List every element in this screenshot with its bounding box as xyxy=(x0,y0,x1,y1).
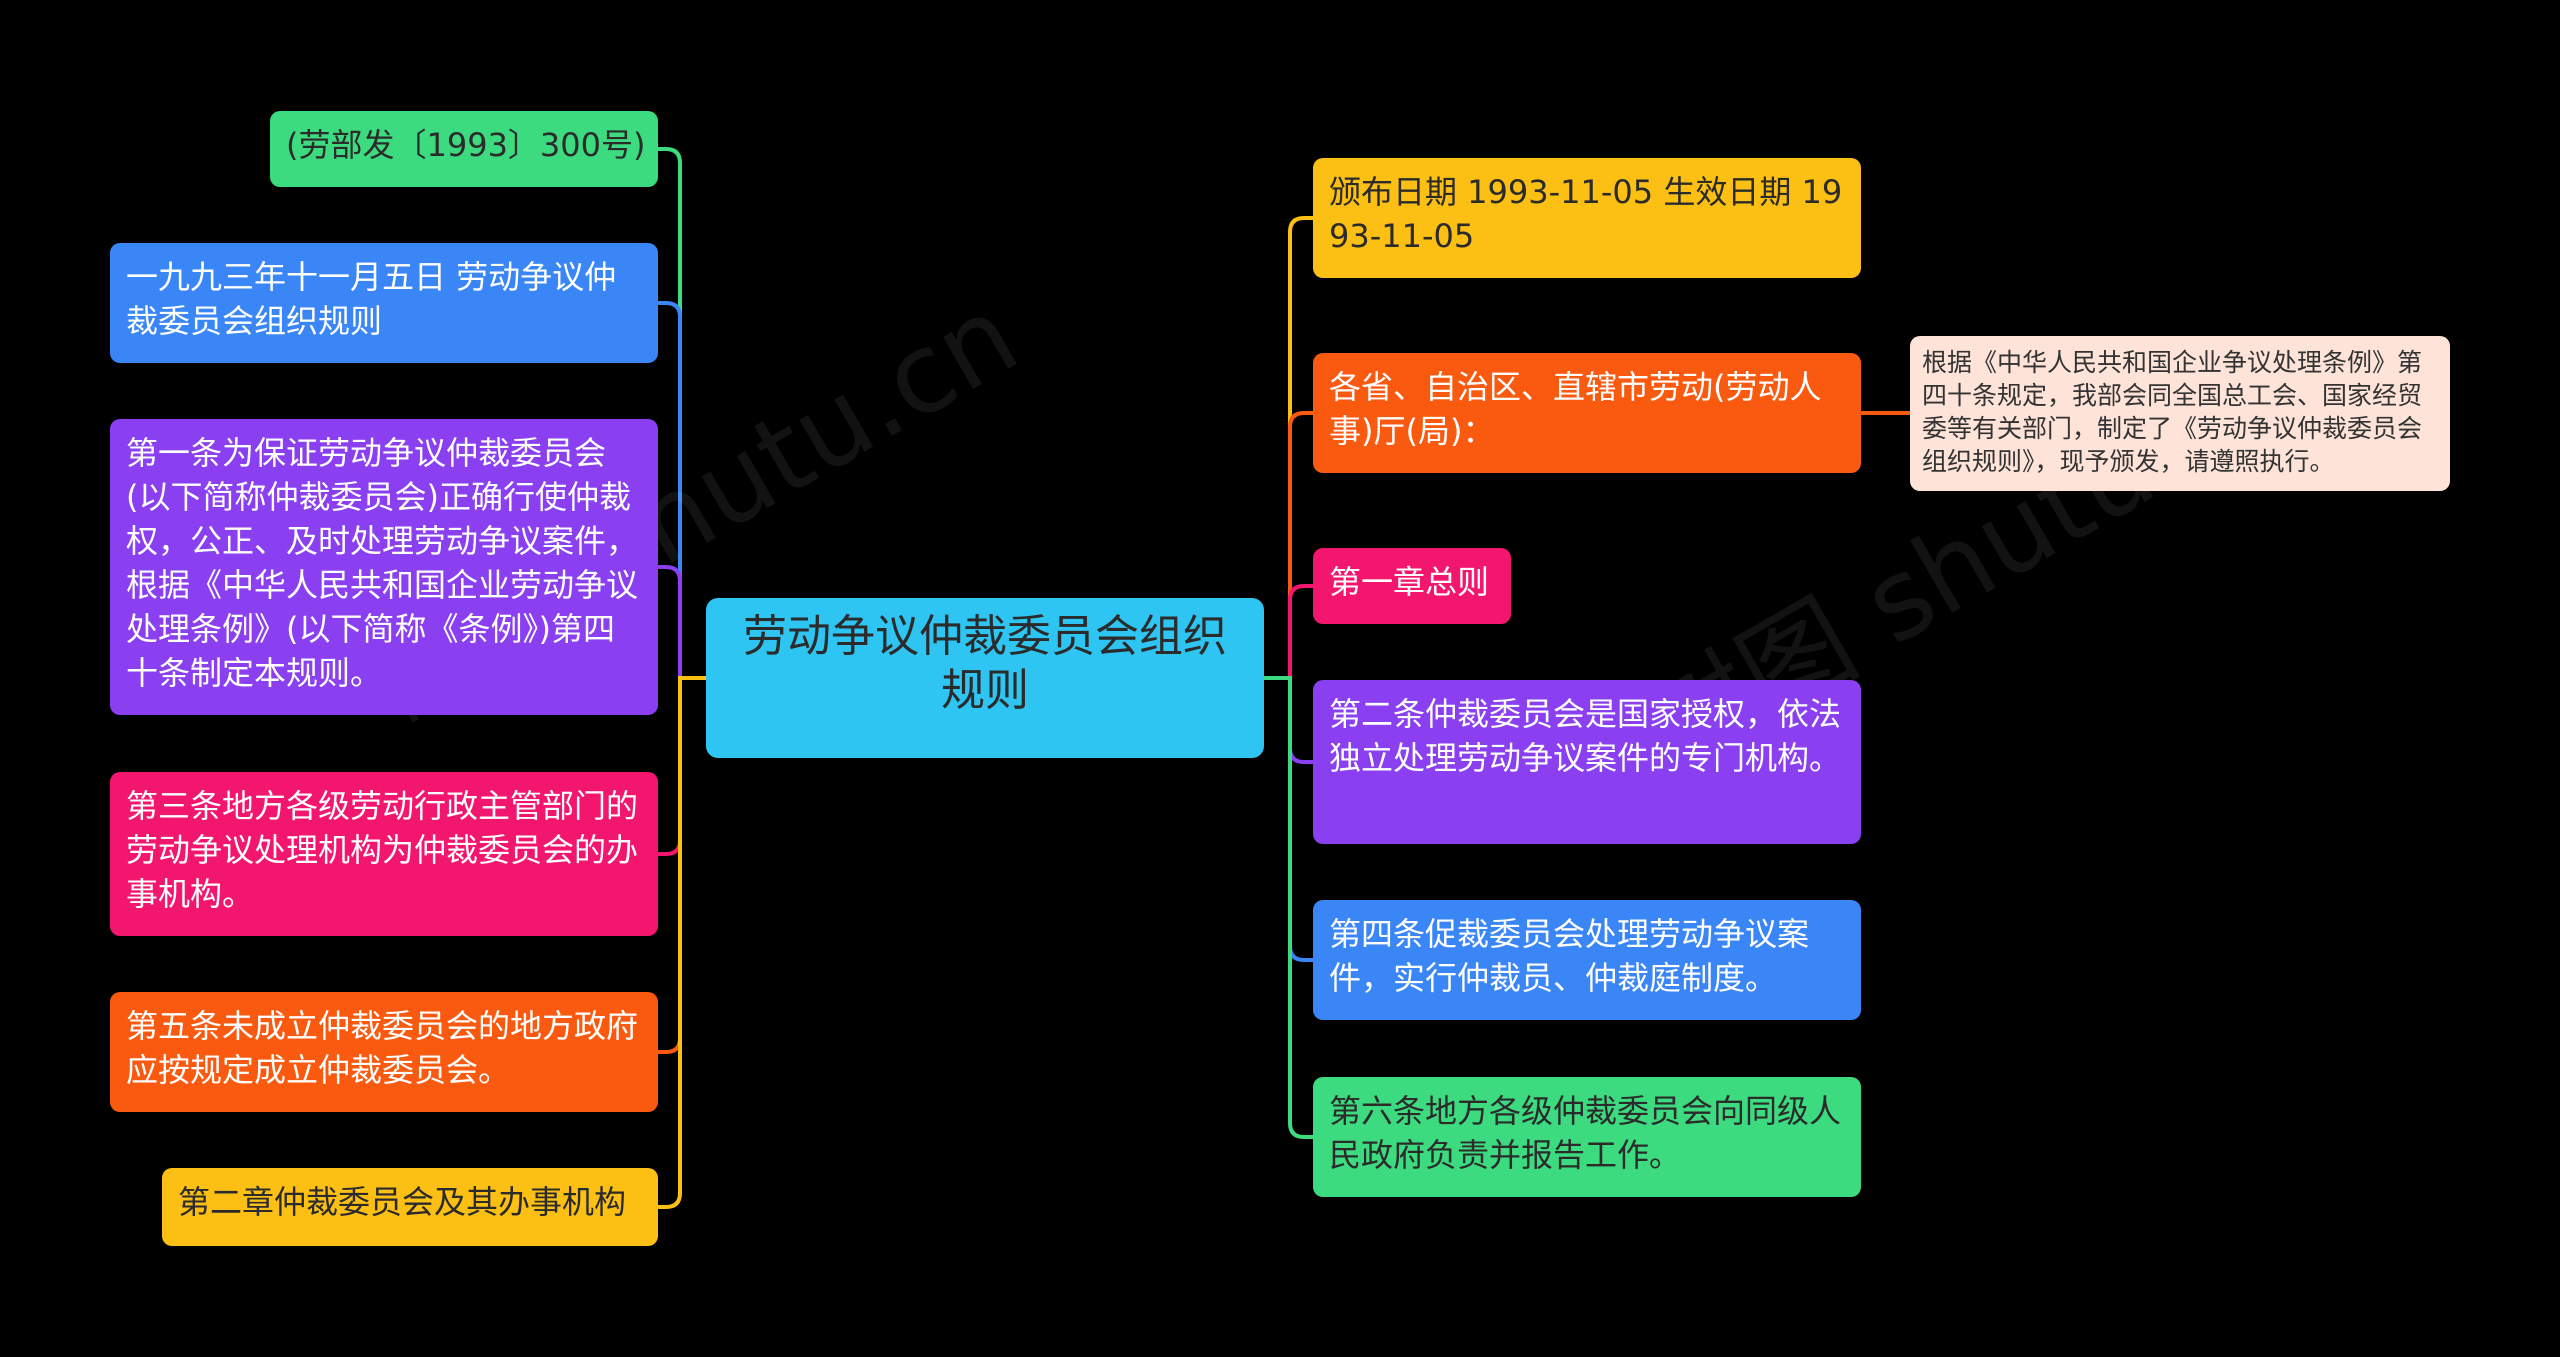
connector-left xyxy=(658,565,706,680)
branch-node-article-5[interactable]: 第五条未成立仲裁委员会的地方政府应按规定成立仲裁委员会。 xyxy=(110,992,658,1112)
branch-node-date-title[interactable]: 一九九三年十一月五日 劳动争议仲裁委员会组织规则 xyxy=(110,243,658,363)
note-node[interactable]: 根据《中华人民共和国企业争议处理条例》第四十条规定，我部会同全国总工会、国家经贸… xyxy=(1910,336,2450,491)
branch-label: 第一章总则 xyxy=(1329,563,1490,601)
connector-left xyxy=(658,676,706,1209)
branch-label: 第二条仲裁委员会是国家授权，依法独立处理劳动争议案件的专门机构。 xyxy=(1329,695,1842,777)
connector-right xyxy=(1264,216,1313,680)
branch-label: 一九九三年十一月五日 劳动争议仲裁委员会组织规则 xyxy=(126,258,617,340)
branch-node-article-1[interactable]: 第一条为保证劳动争议仲裁委员会(以下简称仲裁委员会)正确行使仲裁权，公正、及时处… xyxy=(110,419,658,715)
branch-label: 第五条未成立仲裁委员会的地方政府应按规定成立仲裁委员会。 xyxy=(126,1007,639,1089)
branch-label: 第二章仲裁委员会及其办事机构 xyxy=(178,1183,627,1221)
connector-right xyxy=(1264,676,1313,1139)
branch-label: 颁布日期 1993-11-05 生效日期 1993-11-05 xyxy=(1329,173,1843,255)
branch-node-article-2[interactable]: 第二条仲裁委员会是国家授权，依法独立处理劳动争议案件的专门机构。 xyxy=(1313,680,1861,844)
connector-right xyxy=(1264,584,1313,680)
branch-node-chapter-2[interactable]: 第二章仲裁委员会及其办事机构 xyxy=(162,1168,658,1246)
branch-label: 第六条地方各级仲裁委员会向同级人民政府负责并报告工作。 xyxy=(1329,1092,1842,1174)
branch-label: 各省、自治区、直辖市劳动(劳动人事)厅(局)： xyxy=(1329,368,1822,450)
connector-left xyxy=(658,147,706,680)
branch-node-article-6[interactable]: 第六条地方各级仲裁委员会向同级人民政府负责并报告工作。 xyxy=(1313,1077,1861,1197)
root-topic-label: 劳动争议仲裁委员会组织规则 xyxy=(743,611,1227,716)
branch-node-dates[interactable]: 颁布日期 1993-11-05 生效日期 1993-11-05 xyxy=(1313,158,1861,278)
branch-label: 第一条为保证劳动争议仲裁委员会(以下简称仲裁委员会)正确行使仲裁权，公正、及时处… xyxy=(126,434,639,692)
branch-node-doc-number[interactable]: (劳部发〔1993〕300号) xyxy=(270,111,658,187)
connector-left xyxy=(658,301,706,680)
branch-node-addressees[interactable]: 各省、自治区、直辖市劳动(劳动人事)厅(局)： xyxy=(1313,353,1861,473)
branch-label: 第四条促裁委员会处理劳动争议案件，实行仲裁员、仲裁庭制度。 xyxy=(1329,915,1810,997)
branch-node-chapter-1[interactable]: 第一章总则 xyxy=(1313,548,1511,624)
branch-node-article-4[interactable]: 第四条促裁委员会处理劳动争议案件，实行仲裁员、仲裁庭制度。 xyxy=(1313,900,1861,1020)
branch-label: (劳部发〔1993〕300号) xyxy=(286,126,646,164)
root-topic[interactable]: 劳动争议仲裁委员会组织规则 xyxy=(706,598,1264,758)
connector-right xyxy=(1264,411,1313,680)
note-label: 根据《中华人民共和国企业争议处理条例》第四十条规定，我部会同全国总工会、国家经贸… xyxy=(1922,348,2423,476)
branch-label: 第三条地方各级劳动行政主管部门的劳动争议处理机构为仲裁委员会的办事机构。 xyxy=(126,787,639,913)
branch-node-article-3[interactable]: 第三条地方各级劳动行政主管部门的劳动争议处理机构为仲裁委员会的办事机构。 xyxy=(110,772,658,936)
